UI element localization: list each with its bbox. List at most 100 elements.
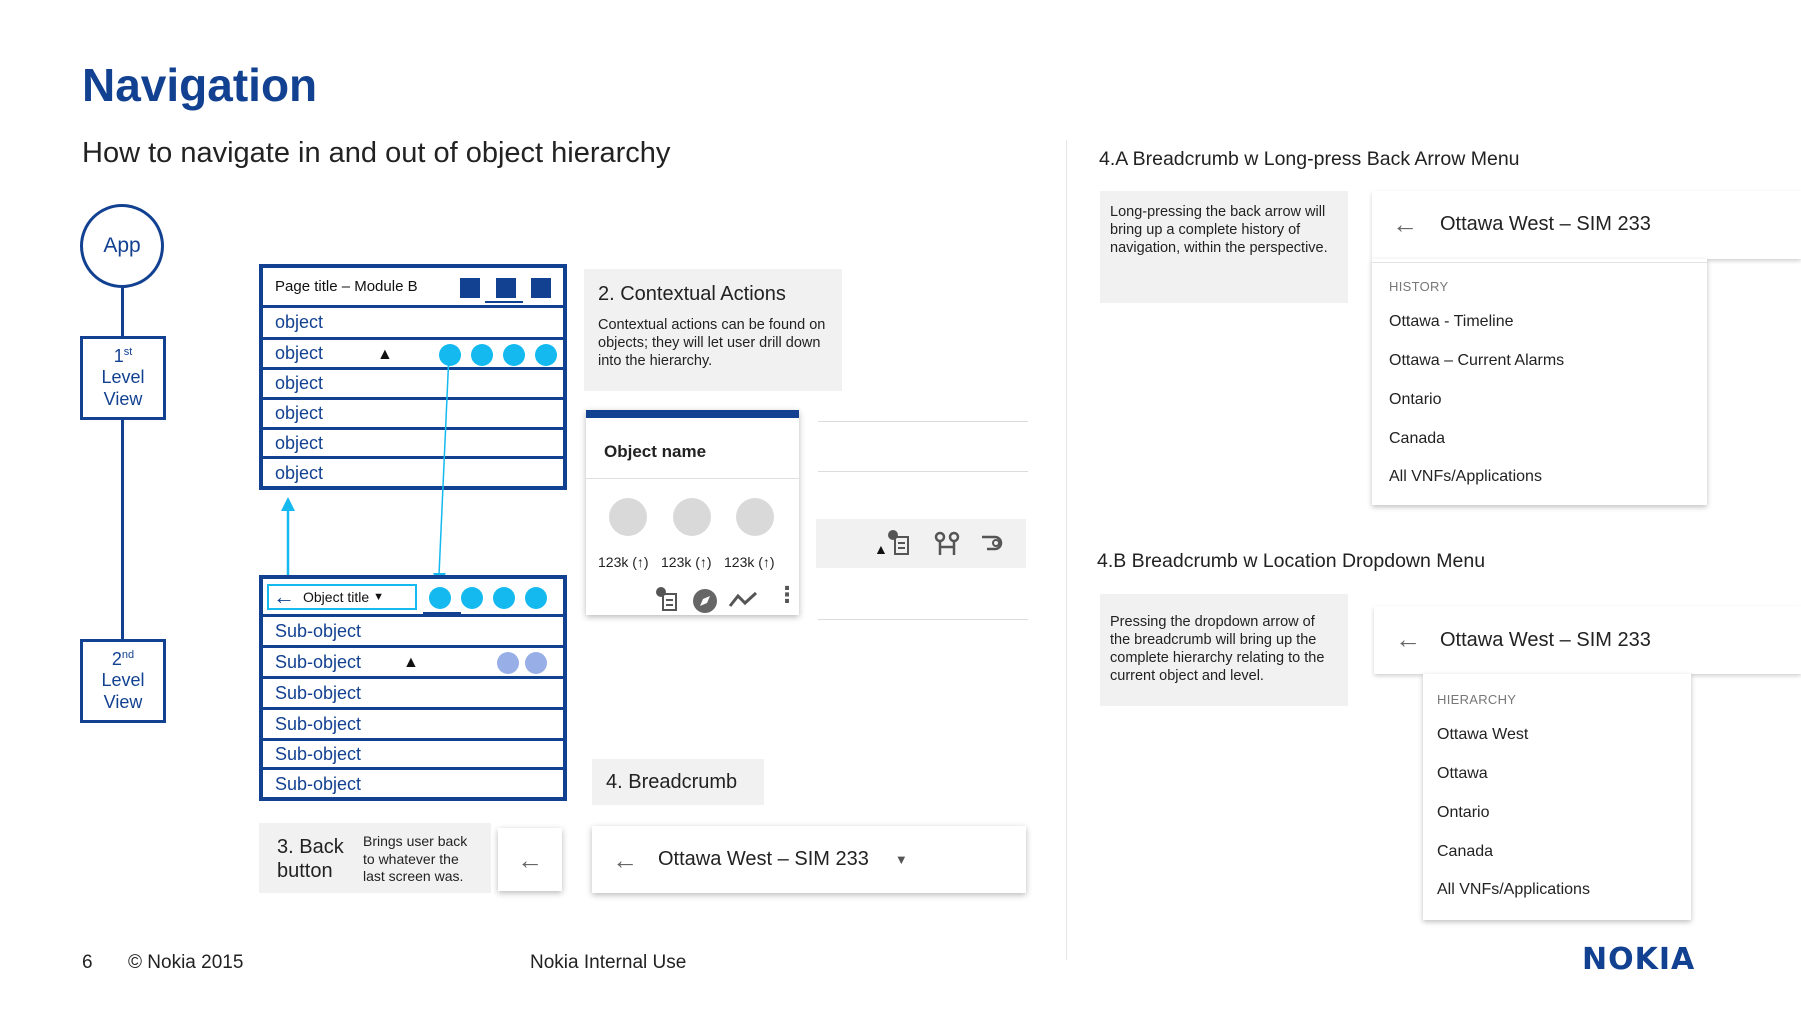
list-item-label: Sub-object: [275, 682, 362, 703]
action-dot[interactable]: [493, 587, 515, 609]
list-item-label: Sub-object: [275, 743, 362, 764]
list-item[interactable]: object: [263, 400, 563, 430]
alarm-report-icon[interactable]: [886, 529, 910, 557]
hierarchy-menu: HIERARCHY Ottawa West Ottawa Ontario Can…: [1423, 674, 1691, 920]
level2-node: 2nd Level View: [80, 639, 166, 723]
history-menu-item[interactable]: Canada: [1389, 430, 1446, 447]
hierarchy-menu-item[interactable]: All VNFs/Applications: [1437, 881, 1590, 898]
object-card: Object name 123k (↑) 123k (↑) 123k (↑) ⋮: [586, 410, 799, 615]
kpi-value: 123k (↑): [598, 554, 649, 570]
breadcrumb-heading: 4. Breadcrumb: [606, 770, 738, 793]
list-divider: [818, 619, 1028, 620]
history-menu: HISTORY Ottawa - Timeline Ottawa – Curre…: [1372, 259, 1707, 505]
action-dot[interactable]: [503, 344, 525, 366]
object-card-divider: [586, 478, 799, 479]
list-item[interactable]: object ▲: [263, 340, 563, 370]
list-item-label: object: [275, 312, 324, 332]
list-item[interactable]: object: [263, 370, 563, 400]
hierarchy-menu-item[interactable]: Ontario: [1437, 804, 1490, 821]
compass-icon[interactable]: [692, 588, 718, 614]
app-label: App: [103, 234, 141, 257]
contextual-actions-body: Contextual actions can be found on objec…: [598, 317, 826, 370]
action-dot[interactable]: [497, 652, 519, 674]
list-item[interactable]: Sub-object: [263, 710, 563, 741]
level2-number: 2nd: [112, 649, 134, 671]
list-item[interactable]: Sub-object: [263, 770, 563, 798]
list-item-label: Sub-object: [275, 773, 362, 794]
list-item[interactable]: Sub-object ▲: [263, 648, 563, 679]
action-dot[interactable]: [525, 587, 547, 609]
topology-icon[interactable]: [934, 531, 960, 557]
nokia-logo: NOKIA: [1582, 942, 1696, 977]
action-dot[interactable]: [535, 344, 557, 366]
list-item-label: Sub-object: [275, 620, 362, 641]
object-card-title: Object name: [604, 442, 707, 461]
action-dot[interactable]: [439, 344, 461, 366]
back-arrow-icon[interactable]: ←: [517, 844, 543, 875]
back-arrow-icon[interactable]: ←: [1395, 624, 1421, 654]
back-button[interactable]: ←: [498, 828, 562, 891]
action-dot[interactable]: [461, 587, 483, 609]
history-menu-item[interactable]: All VNFs/Applications: [1389, 468, 1542, 485]
action-dot[interactable]: [471, 344, 493, 366]
back-arrow-icon[interactable]: ←: [1392, 209, 1418, 239]
view-toggle-icon[interactable]: [531, 278, 551, 298]
dropdown-triangle-icon[interactable]: ▼: [373, 590, 385, 603]
alarm-report-icon[interactable]: [654, 586, 678, 612]
breadcrumb-label[interactable]: Ottawa West – SIM 233: [1440, 213, 1651, 235]
back-arrow-icon[interactable]: ←: [612, 844, 638, 875]
level1-module: Page title – Module B object object ▲ ob…: [259, 264, 567, 490]
level2-module: ← Object title ▼ Sub-object Sub-object ▲…: [259, 575, 567, 801]
page-number: 6: [82, 952, 93, 973]
contextual-actions-note: 2. Contextual Actions Contextual actions…: [584, 269, 842, 391]
list-item[interactable]: Sub-object: [263, 741, 563, 770]
active-view-underline: [485, 301, 523, 303]
active-tab-underline: [423, 612, 461, 614]
history-menu-item[interactable]: Ontario: [1389, 391, 1442, 408]
breadcrumb-label[interactable]: Ottawa West – SIM 233: [658, 848, 869, 870]
section-divider: [1066, 140, 1067, 960]
mouse-cursor-icon: ▲: [403, 654, 419, 671]
level2-line2: View: [103, 691, 143, 712]
connector-app-level1: [121, 288, 124, 338]
list-item[interactable]: object: [263, 308, 563, 340]
hierarchy-menu-item[interactable]: Ottawa West: [1437, 726, 1529, 743]
contextual-action-dots: [497, 652, 547, 674]
back-arrow-icon[interactable]: ←: [273, 583, 295, 609]
action-dot[interactable]: [525, 652, 547, 674]
module-header: ← Object title ▼: [263, 579, 563, 617]
list-item-label: object: [275, 343, 324, 363]
list-item-label: object: [275, 373, 324, 393]
list-item[interactable]: object: [263, 430, 563, 459]
history-menu-label: HISTORY: [1389, 279, 1449, 294]
list-item[interactable]: Sub-object: [263, 617, 563, 648]
contextual-actions-heading: 2. Contextual Actions: [598, 283, 786, 305]
route-icon[interactable]: [979, 531, 1005, 557]
mouse-cursor-icon: ▲: [874, 541, 888, 557]
history-menu-item[interactable]: Ottawa – Current Alarms: [1389, 352, 1565, 369]
breadcrumb-note: 4. Breadcrumb: [592, 759, 764, 805]
section-4b-note: Pressing the dropdown arrow of the bread…: [1100, 594, 1348, 706]
breadcrumb-label[interactable]: Ottawa West – SIM 233: [1440, 629, 1651, 651]
view-toggle-icon[interactable]: [496, 278, 516, 298]
more-vertical-icon[interactable]: ⋮: [776, 582, 798, 607]
trend-icon[interactable]: [728, 590, 758, 610]
object-title-field[interactable]: ← Object title ▼: [267, 583, 417, 610]
view-toggle-icon[interactable]: [460, 278, 480, 298]
list-item[interactable]: object: [263, 459, 563, 487]
kpi-value: 123k (↑): [661, 554, 712, 570]
back-button-note: 3. Back button Brings user back to whate…: [259, 823, 491, 893]
module-header-title: Page title – Module B: [275, 278, 418, 295]
breadcrumb-bar-4a: ← Ottawa West – SIM 233: [1372, 191, 1801, 259]
list-divider: [818, 471, 1028, 472]
contextual-action-dots: [429, 587, 547, 609]
section-4b-heading: 4.B Breadcrumb w Location Dropdown Menu: [1097, 550, 1486, 572]
hierarchy-menu-item[interactable]: Canada: [1437, 843, 1494, 860]
action-dot[interactable]: [429, 587, 451, 609]
history-menu-item[interactable]: Ottawa - Timeline: [1389, 313, 1514, 330]
dropdown-caret-icon[interactable]: ▼: [894, 852, 908, 867]
hierarchy-menu-item[interactable]: Ottawa: [1437, 765, 1488, 782]
classification-label: Nokia Internal Use: [530, 952, 687, 973]
list-item[interactable]: Sub-object: [263, 679, 563, 710]
kpi-circle: [673, 498, 711, 536]
